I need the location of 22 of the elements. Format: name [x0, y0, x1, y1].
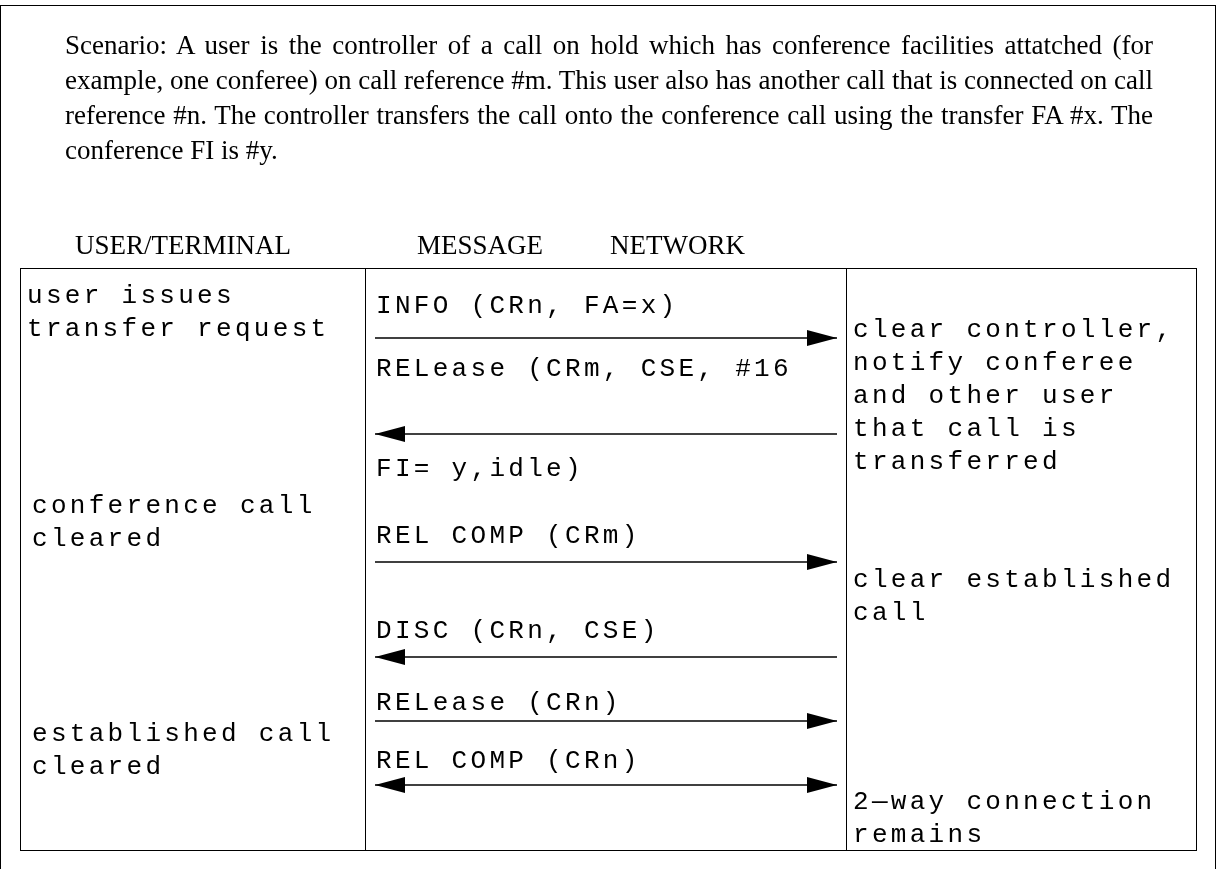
arrow	[374, 777, 838, 793]
column-header: USER/TERMINAL	[75, 229, 291, 262]
step-note: 2—way connection remains	[853, 786, 1157, 852]
arrow	[374, 649, 838, 665]
arrow	[374, 330, 838, 346]
step-note: clear established call	[853, 564, 1176, 630]
step-note: clear controller, notify conferee and other user that call is transferred	[853, 314, 1176, 479]
arrow	[374, 713, 838, 729]
scenario-text: Scenario: A user is the controller of a call on hold which has conference facilities attatched (for example, one conferee) on call reference #m. This user also has another call that is connected on call reference #n. The controller transfers the call onto the conference call using the transfer FA #x. The conference FI is #y.	[65, 29, 1153, 167]
arrow	[374, 426, 838, 442]
step-note: user issues transfer request	[27, 280, 331, 346]
message-label: REL COMP (CRn)	[376, 745, 641, 778]
message-label: RELease (CRn)	[376, 687, 622, 720]
message-label: INFO (CRn, FA=x)	[376, 290, 679, 323]
column-header: MESSAGE	[417, 229, 544, 262]
arrow	[374, 554, 838, 570]
message-label: RELease (CRm, CSE, #16 FI= y,idle)	[376, 353, 793, 486]
message-label: REL COMP (CRm)	[376, 520, 641, 553]
column-header: NETWORK	[610, 229, 745, 262]
message-label: DISC (CRn, CSE)	[376, 615, 660, 648]
step-note: established call cleared	[32, 718, 336, 784]
step-note: conference call cleared	[32, 490, 317, 556]
